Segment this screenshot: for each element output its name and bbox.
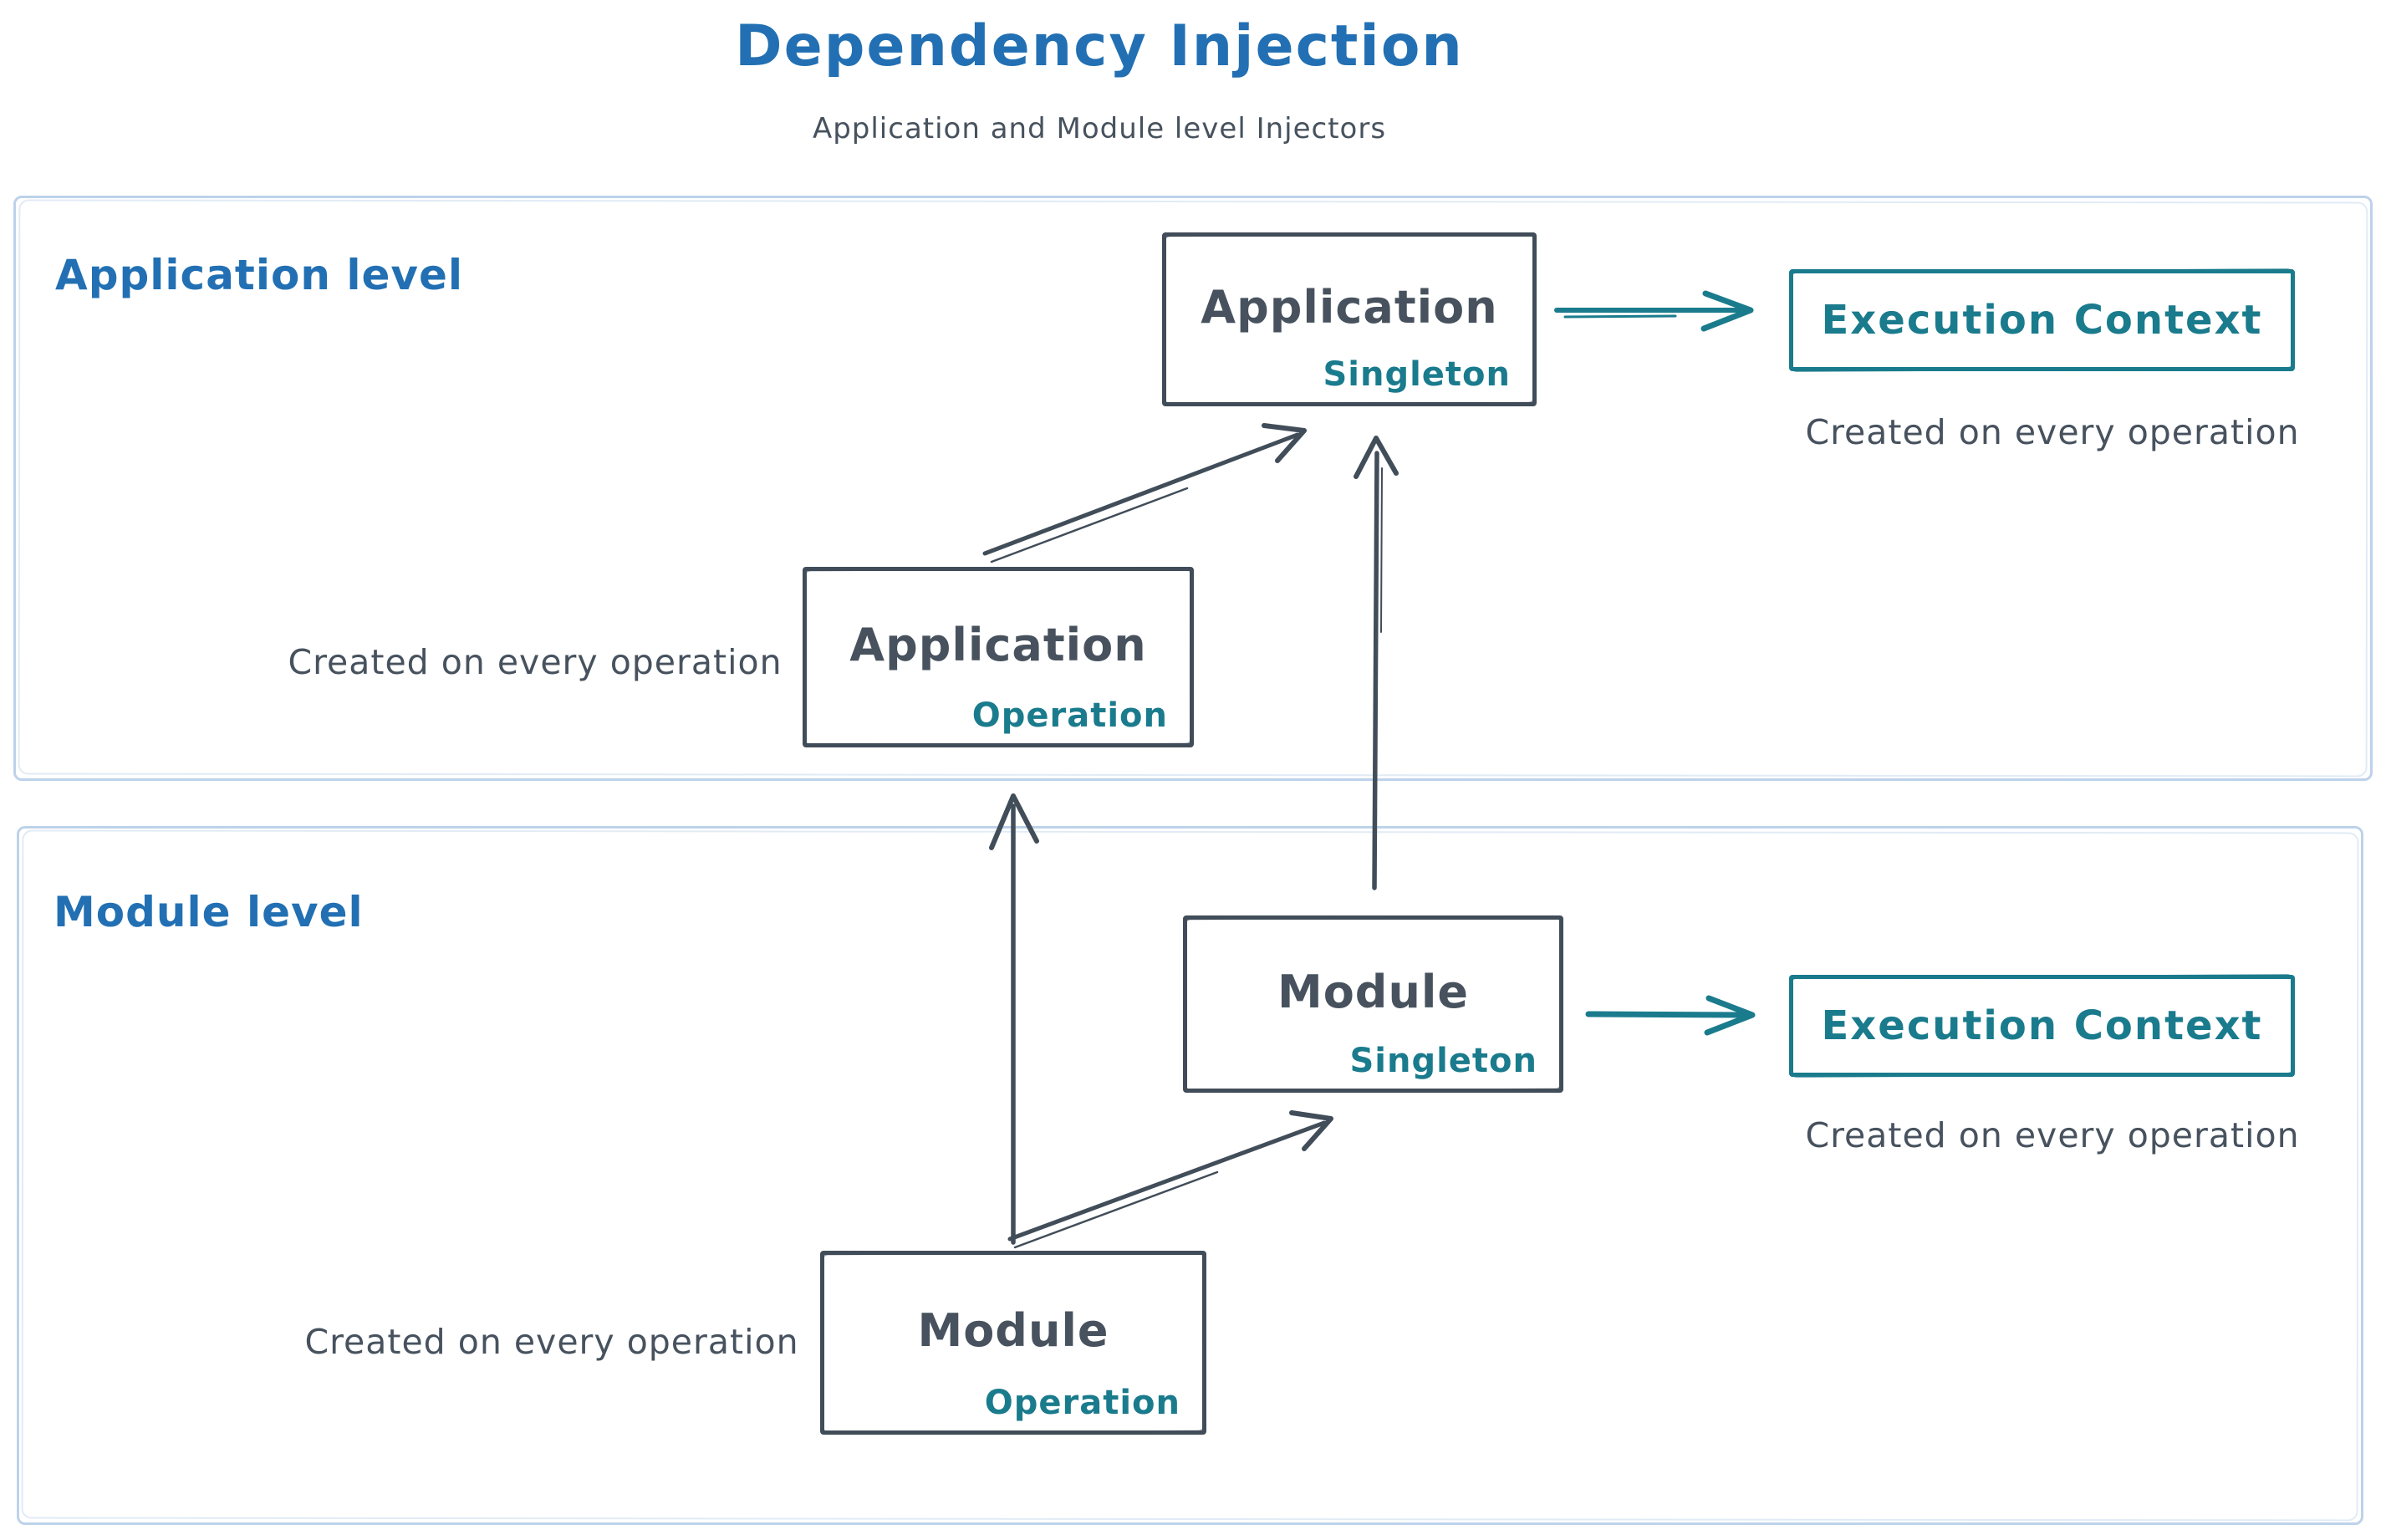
app-execution-note: Created on every operation <box>1805 412 2300 452</box>
module-singleton-box: Module Singleton <box>1183 915 1563 1093</box>
module-operation-badge: Operation <box>984 1384 1180 1422</box>
application-level-container <box>13 196 2373 781</box>
app-execution-context-title: Execution Context <box>1821 297 2263 344</box>
app-operation-title: Application <box>849 618 1147 671</box>
module-level-label: Module level <box>54 888 364 936</box>
page-title: Dependency Injection <box>735 13 1464 79</box>
application-level-label: Application level <box>55 251 464 299</box>
module-level-container <box>17 826 2363 1525</box>
page-subtitle: Application and Module level Injectors <box>812 112 1387 145</box>
module-singleton-title: Module <box>1277 965 1470 1018</box>
module-execution-context-box: Execution Context <box>1789 975 2295 1077</box>
app-operation-box: Application Operation <box>803 567 1194 747</box>
app-operation-note: Created on every operation <box>288 642 783 682</box>
module-execution-note: Created on every operation <box>1805 1115 2300 1155</box>
app-singleton-title: Application <box>1201 280 1498 334</box>
app-operation-badge: Operation <box>971 696 1168 735</box>
module-operation-title: Module <box>917 1303 1109 1357</box>
module-singleton-badge: Singleton <box>1349 1042 1537 1080</box>
app-execution-context-box: Execution Context <box>1789 269 2295 371</box>
app-singleton-box: Application Singleton <box>1162 232 1537 406</box>
app-singleton-badge: Singleton <box>1323 355 1511 394</box>
module-operation-note: Created on every operation <box>304 1322 799 1362</box>
module-operation-box: Module Operation <box>820 1251 1206 1435</box>
module-execution-context-title: Execution Context <box>1821 1002 2263 1049</box>
